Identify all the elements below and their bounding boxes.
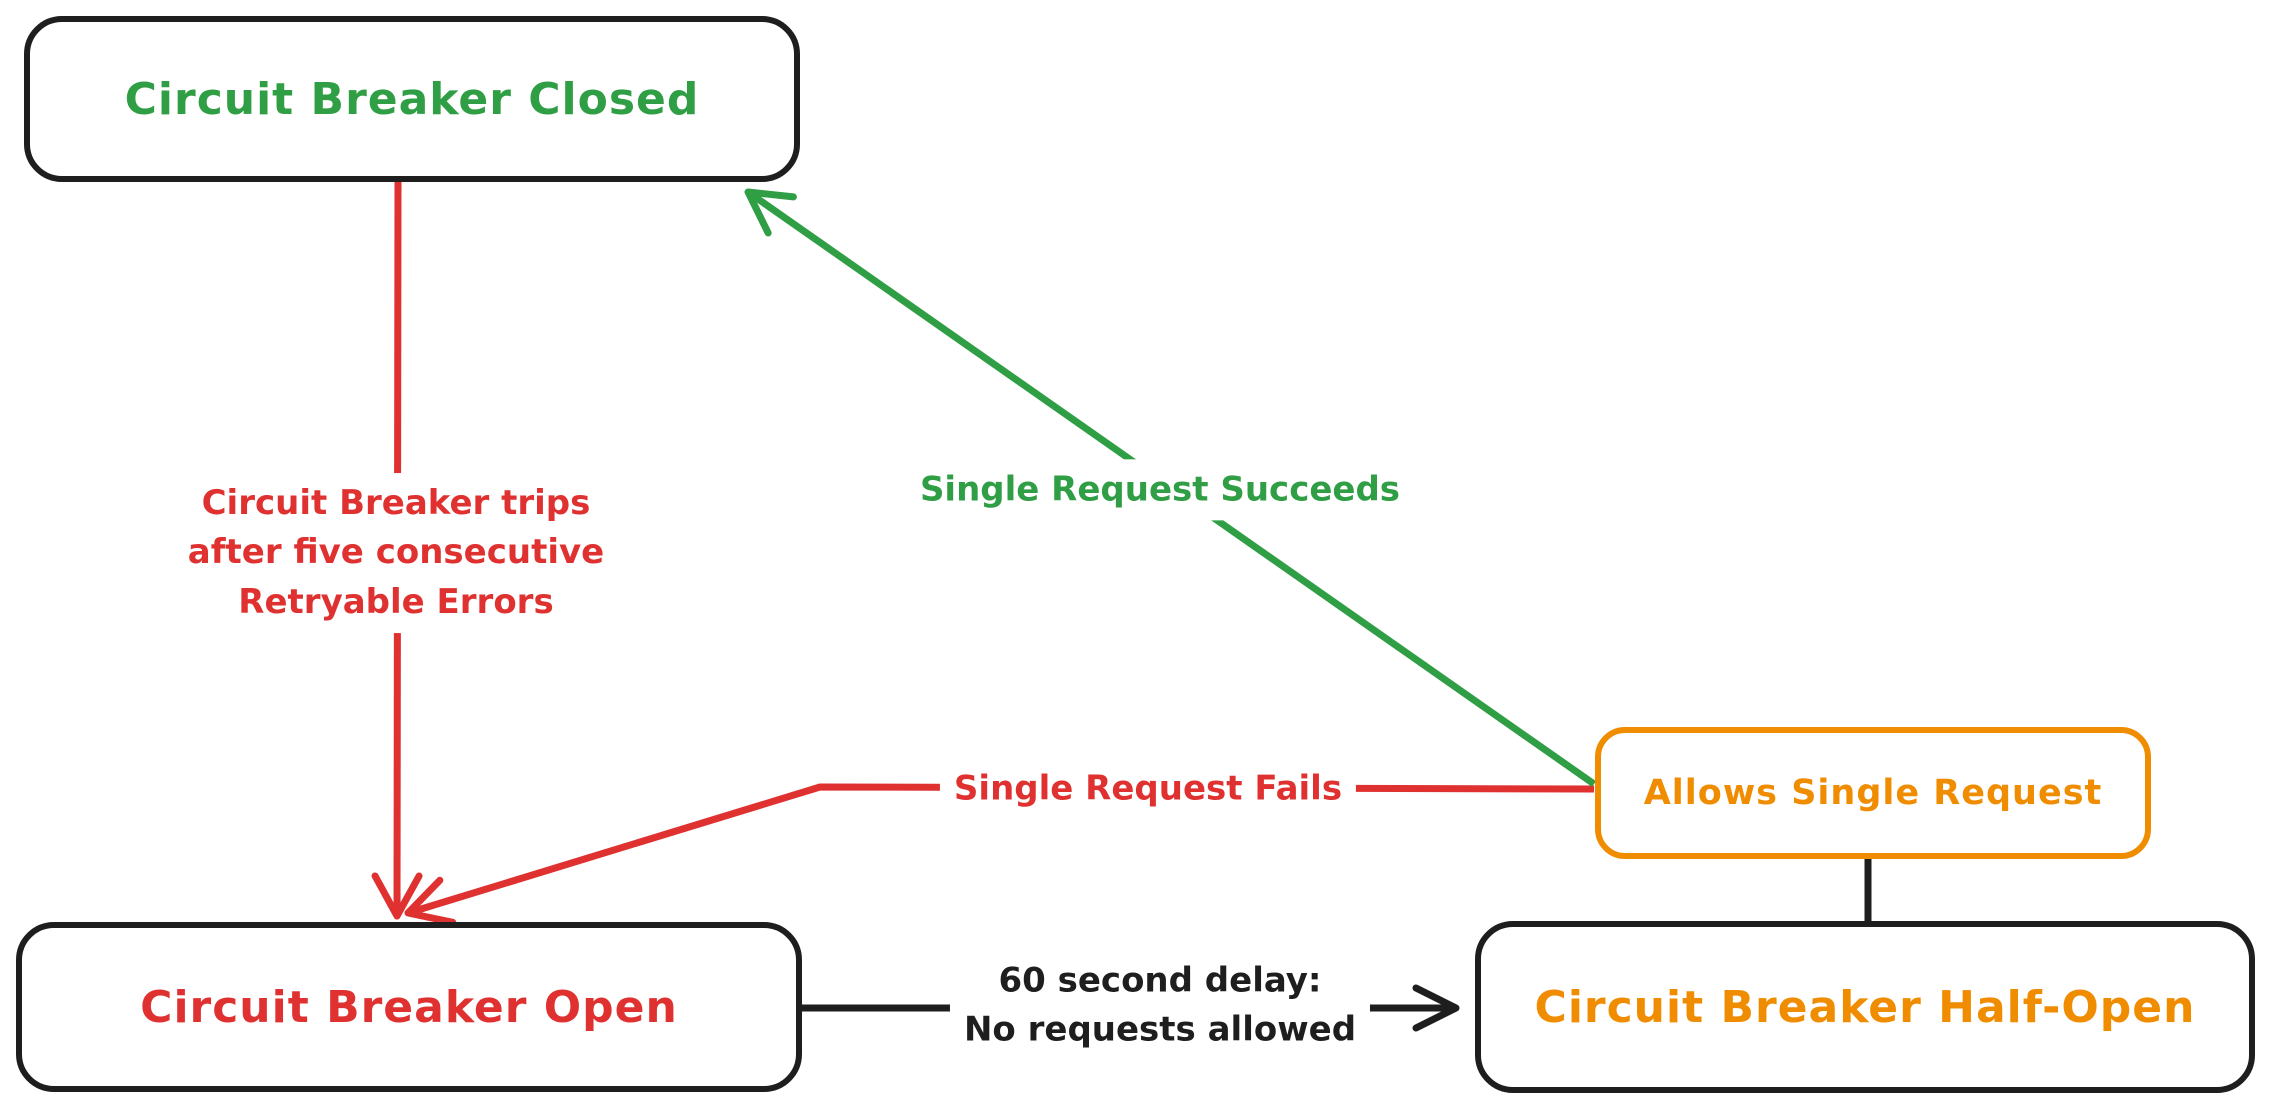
node-allows-single-request-label: Allows Single Request — [1643, 773, 2103, 813]
node-allows-single-request: Allows Single Request — [1595, 727, 2151, 859]
edge-label-trips: Circuit Breaker trips after five consecu… — [173, 473, 619, 633]
edge-label-succeeds: Single Request Succeeds — [905, 459, 1415, 521]
node-circuit-breaker-half-open: Circuit Breaker Half-Open — [1475, 921, 2255, 1093]
node-circuit-breaker-half-open-label: Circuit Breaker Half-Open — [1534, 981, 2196, 1033]
node-circuit-breaker-closed: Circuit Breaker Closed — [24, 16, 800, 182]
edge-label-delay: 60 second delay: No requests allowed — [949, 950, 1371, 1062]
node-circuit-breaker-open-label: Circuit Breaker Open — [140, 981, 678, 1033]
edge-label-fails: Single Request Fails — [939, 758, 1357, 820]
node-circuit-breaker-open: Circuit Breaker Open — [16, 922, 802, 1092]
node-circuit-breaker-closed-label: Circuit Breaker Closed — [124, 73, 700, 125]
